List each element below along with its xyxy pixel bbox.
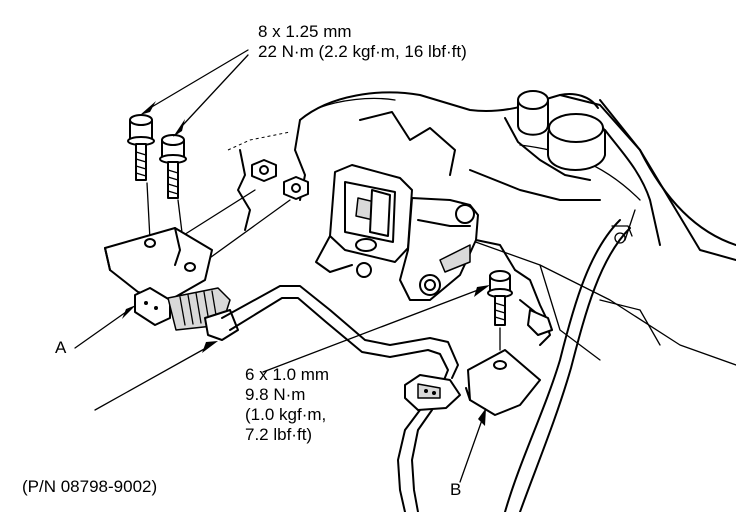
bolt-upper-right xyxy=(159,134,187,199)
lower-bolt-torque-kgf: (1.0 kgf·m, xyxy=(245,405,327,424)
knob-round xyxy=(547,113,606,171)
lower-bolt-size: 6 x 1.0 mm xyxy=(245,365,330,384)
upper-bolt-size: 8 x 1.25 mm xyxy=(258,22,352,41)
sensor-tube-outer xyxy=(221,285,459,379)
hose-right xyxy=(604,129,661,246)
sensor-b-bracket xyxy=(465,349,541,416)
cable-right-inner xyxy=(519,227,631,512)
leader-lines xyxy=(74,49,490,483)
housing-edge xyxy=(237,149,251,231)
nut-lower xyxy=(283,176,309,200)
part-label-b: B xyxy=(450,480,462,499)
sensor-tube-inner xyxy=(229,297,449,381)
mount-bracket xyxy=(399,197,553,331)
nut-upper xyxy=(251,159,277,182)
sensor-b xyxy=(397,374,461,512)
lower-bolt-torque-nm: 9.8 N·m xyxy=(245,385,306,404)
sensor-a xyxy=(134,287,239,341)
lower-bolt-torque-lbf: 7.2 lbf·ft) xyxy=(245,425,313,444)
hidden-edge xyxy=(227,131,291,151)
engine-mount xyxy=(315,111,456,278)
sensor-a-bracket xyxy=(104,227,213,301)
bolt-upper-left xyxy=(127,114,155,181)
bolt-lower xyxy=(487,270,513,326)
upper-bolt-torque: 22 N·m (2.2 kgf·m, 16 lbf·ft) xyxy=(258,42,467,61)
part-number: (P/N 08798-9002) xyxy=(22,477,158,496)
cable-right-outer xyxy=(504,219,621,512)
part-label-a: A xyxy=(55,338,67,357)
knob-upper xyxy=(517,90,549,136)
